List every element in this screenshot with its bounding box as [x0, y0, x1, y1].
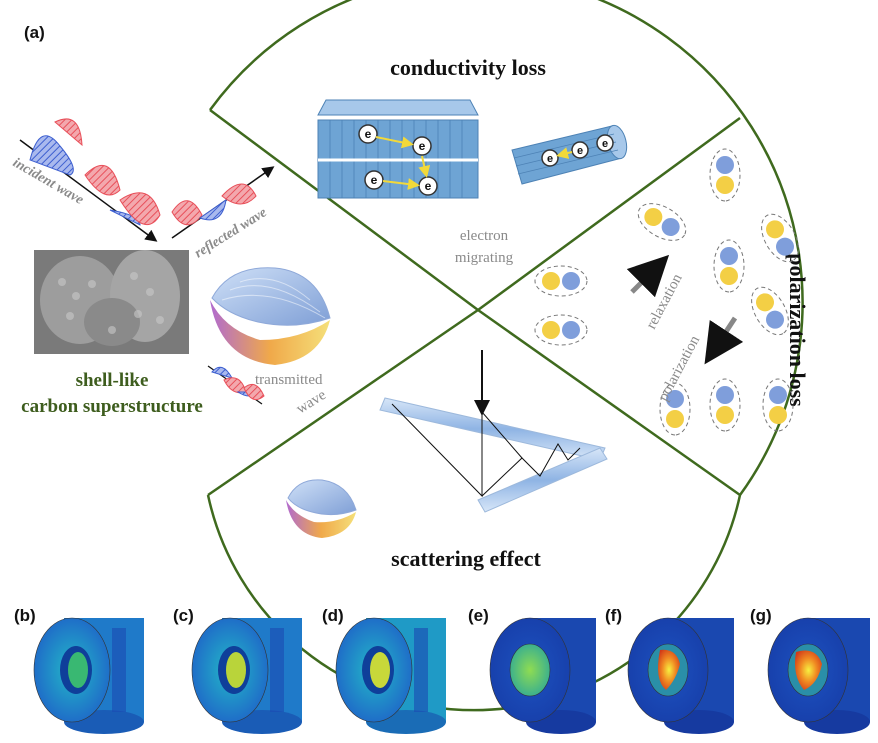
- electron-symbol: e: [602, 138, 608, 150]
- cylinder-b: [33, 617, 144, 734]
- panel-label-d: (d): [322, 606, 344, 625]
- cylinder-f: [627, 617, 734, 734]
- electron-symbol: e: [425, 179, 432, 193]
- electron-symbol: e: [547, 153, 553, 165]
- electron-symbol: e: [365, 127, 372, 141]
- small-shell-illustration: [286, 479, 357, 538]
- cylinder-e: [489, 617, 596, 734]
- cylinder-g: [767, 617, 870, 734]
- panel-label-a: (a): [24, 23, 45, 42]
- transmitted-wave-line2: wave: [294, 387, 330, 418]
- transmitted-wave-line1: transmitted: [255, 372, 323, 388]
- polarization-loss-title: polarization loss: [785, 253, 810, 407]
- carbon-block-structure: e e e e: [317, 99, 479, 199]
- panel-label-e: (e): [468, 606, 489, 625]
- electron-symbol: e: [577, 145, 583, 157]
- electron-migrating-line2: migrating: [455, 250, 514, 266]
- shell-illustration: [210, 267, 331, 365]
- relaxation-label: relaxation: [643, 271, 686, 332]
- cylinder-d: [335, 617, 446, 734]
- electron-migrating-line1: electron: [460, 228, 509, 244]
- carbon-superstructure-label: carbon superstructure: [21, 396, 203, 417]
- electron-symbol: e: [371, 173, 378, 187]
- polarization-arrow: [704, 316, 744, 365]
- panel-label-g: (g): [750, 606, 772, 625]
- panel-label-b: (b): [14, 606, 36, 625]
- relaxation-arrow: [626, 254, 670, 298]
- electron-markers: [358, 124, 438, 196]
- reflected-wave: [171, 166, 275, 239]
- scattering-effect-title: scattering effect: [391, 546, 541, 571]
- electron-symbol: e: [419, 139, 426, 153]
- carbon-rod-structure: e e e: [511, 124, 628, 185]
- simulation-panels: (b) (c) (d) (e): [14, 606, 870, 734]
- transmitted-wave: [207, 365, 265, 405]
- conductivity-loss-title: conductivity loss: [390, 55, 546, 80]
- dipole-group: [534, 148, 799, 436]
- scattering-illustration: [379, 350, 608, 513]
- shell-like-label: shell-like: [76, 370, 149, 391]
- sem-image: [34, 250, 189, 354]
- cylinder-c: [191, 617, 302, 734]
- reflected-wave-label: reflected wave: [192, 205, 270, 261]
- panel-label-f: (f): [605, 606, 622, 625]
- incident-wave: [19, 118, 161, 242]
- panel-label-c: (c): [173, 606, 194, 625]
